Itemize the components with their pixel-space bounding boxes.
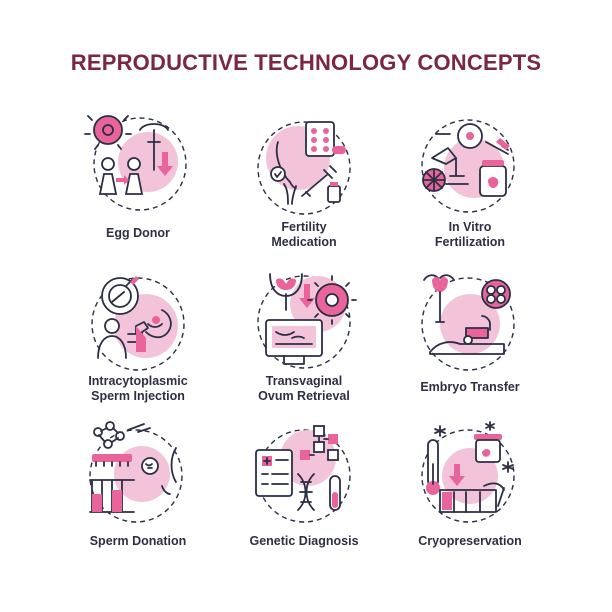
concept-label: Transvaginal Ovum Retrieval — [258, 374, 350, 403]
concept-sperm-injection[interactable]: Intracytoplasmic Sperm Injection — [55, 266, 221, 420]
concept-label: Cryopreservation — [418, 534, 522, 548]
fertility-medication-icon — [257, 121, 351, 215]
page-title: REPRODUCTIVE TECHNOLOGY CONCEPTS — [70, 50, 542, 75]
embryo-transfer-icon — [421, 274, 515, 371]
genetic-diagnosis-icon — [255, 425, 351, 523]
egg-donor-icon — [84, 115, 187, 211]
concept-embryo-transfer[interactable]: Embryo Transfer — [387, 266, 553, 420]
concept-cryopreservation[interactable]: Cryopreservation — [387, 420, 553, 572]
concept-label: In Vitro Fertilization — [434, 220, 506, 249]
concept-label: Sperm Donation — [89, 534, 187, 548]
concept-grid: Egg Donor Fertility Medication — [55, 112, 555, 572]
concept-label: Genetic Diagnosis — [249, 534, 359, 548]
concept-label: Egg Donor — [106, 226, 170, 240]
concept-ovum-retrieval[interactable]: Transvaginal Ovum Retrieval — [221, 266, 387, 420]
concept-fertility-medication[interactable]: Fertility Medication — [221, 112, 387, 266]
concept-in-vitro-fertilization[interactable]: In Vitro Fertilization — [387, 112, 553, 266]
ovum-retrieval-icon — [257, 273, 357, 369]
concept-label: Fertility Medication — [271, 220, 337, 249]
concept-label: Embryo Transfer — [420, 380, 520, 394]
concept-sperm-donation[interactable]: Sperm Donation — [55, 420, 221, 572]
concept-label: Intracytoplasmic Sperm Injection — [88, 374, 188, 403]
in-vitro-fertilization-icon — [421, 119, 515, 213]
sperm-donation-icon — [89, 421, 183, 523]
concept-genetic-diagnosis[interactable]: Genetic Diagnosis — [221, 420, 387, 572]
concept-egg-donor[interactable]: Egg Donor — [55, 112, 221, 266]
cryopreservation-icon — [421, 421, 515, 523]
sperm-injection-icon — [91, 276, 185, 371]
